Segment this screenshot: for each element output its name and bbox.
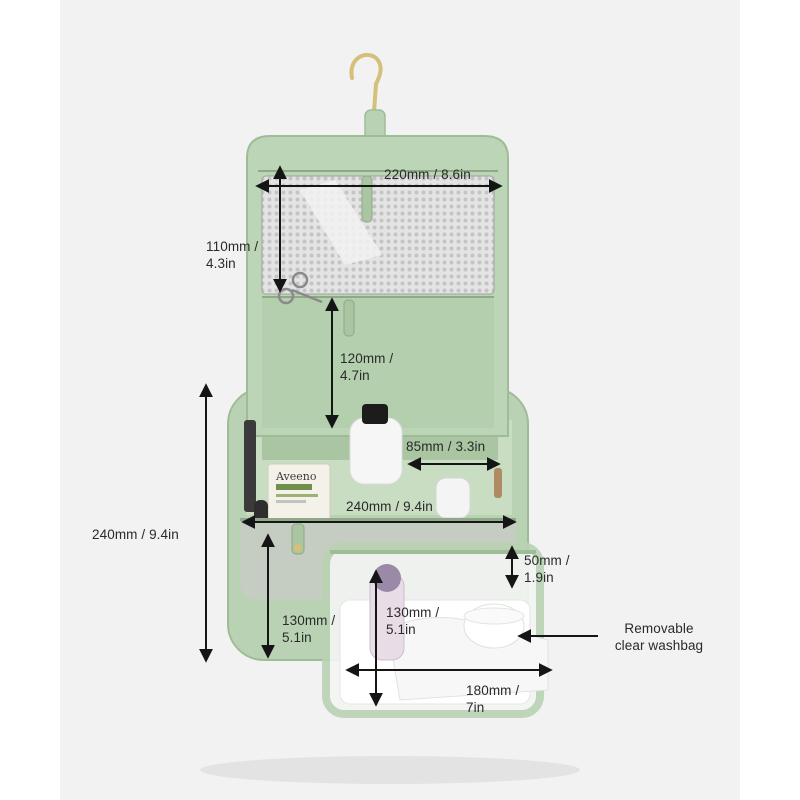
shampoo-bottle [349, 417, 403, 485]
washbag-width-label: 180mm / 7in [466, 683, 520, 715]
washbag-callout-label: Removable clear washbag [614, 621, 704, 653]
toiletries [244, 404, 502, 536]
flap-width-label: 220mm / 8.6in [384, 167, 471, 182]
washbag-depth-label: 50mm / 1.9in [524, 553, 570, 585]
bag-height-label: 240mm / 9.4in [92, 527, 179, 542]
washbag-height-label: 130mm / 5.1in [386, 605, 440, 637]
dimension-arrows [199, 165, 598, 707]
lower-pocket-height-label: 120mm / 4.7in [340, 351, 394, 383]
mesh-pocket [261, 175, 495, 295]
toothbrush [494, 468, 502, 498]
hanging-flap [246, 135, 509, 437]
inner-pocket-width-label: 85mm / 3.3in [406, 439, 486, 454]
mesh-pocket-height-label: 110mm / 4.3in [206, 239, 259, 271]
bag-depth-label: 130mm / 5.1in [282, 613, 336, 645]
bag-width-label: 240mm / 9.4in [346, 499, 433, 514]
small-jar [435, 477, 471, 519]
hanger-hook [349, 52, 386, 149]
product-brand-text: Aveeno [275, 470, 317, 483]
floor-shadow [200, 756, 580, 784]
comb [244, 420, 256, 512]
